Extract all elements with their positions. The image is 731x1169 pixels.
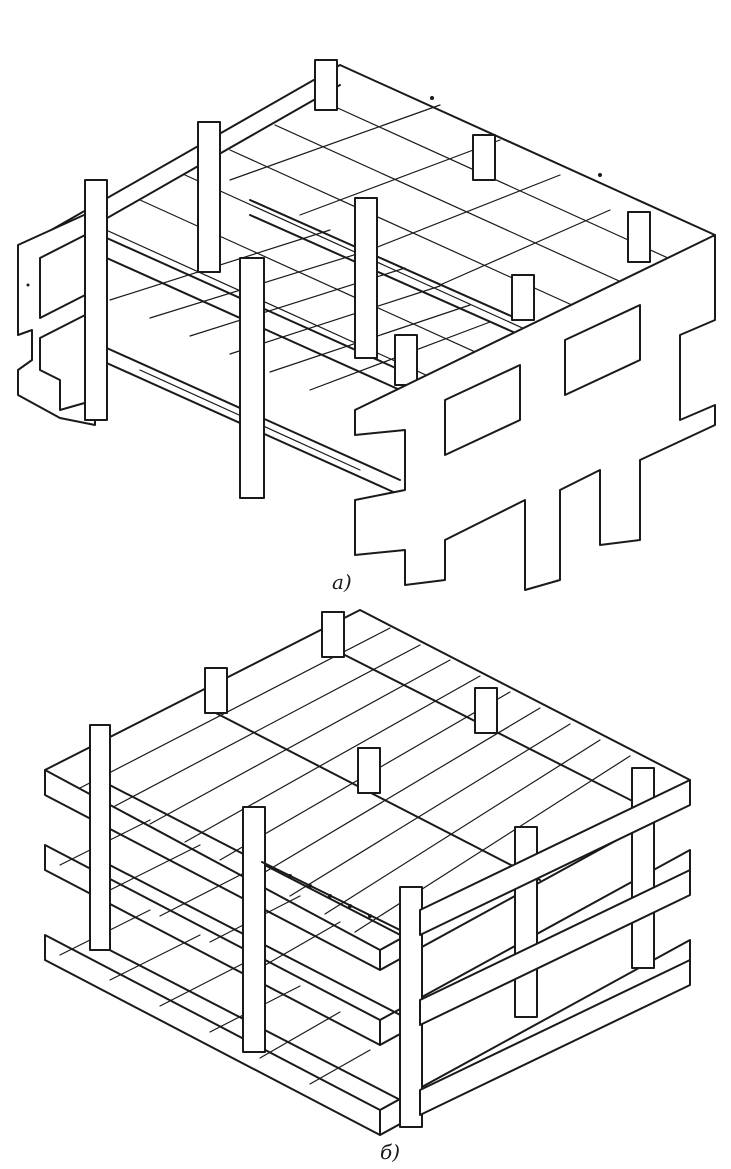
front-boards [419, 779, 691, 1116]
caption-b: б) [380, 1140, 401, 1164]
right-panel [354, 234, 716, 591]
left-frame [17, 209, 96, 426]
perforated-ledge [261, 861, 401, 931]
figure-a-drawing [17, 59, 716, 591]
vertical-posts [84, 59, 651, 499]
caption-a: a) [332, 570, 352, 594]
annotation-marks [26, 96, 602, 287]
tray-planks-top [79, 627, 631, 933]
figure-b-drawing [44, 609, 691, 1136]
figure-a: a) [17, 59, 716, 594]
figure-b: б) [0, 600, 731, 1169]
tray-levels [44, 609, 691, 1136]
